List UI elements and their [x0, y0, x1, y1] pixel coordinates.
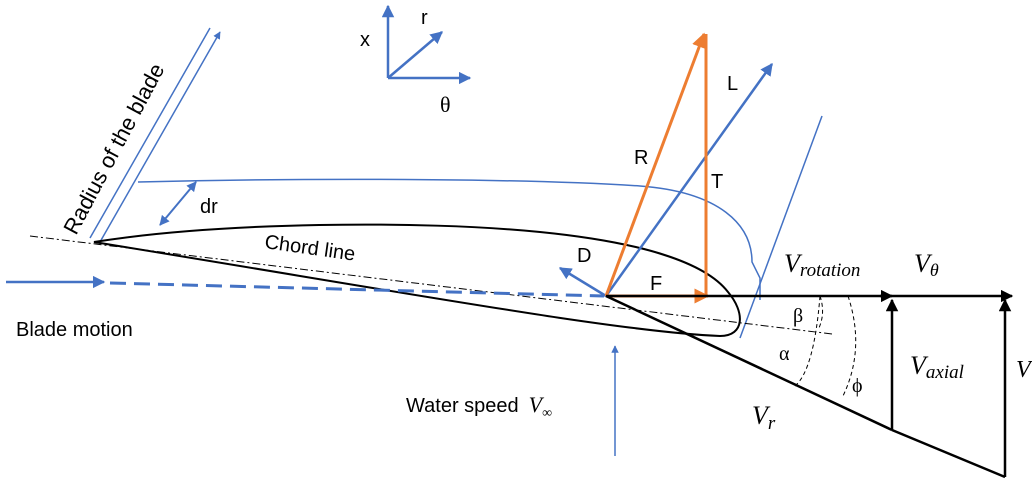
v-total-line [891, 428, 1006, 479]
coordinate-axes: x r θ [360, 4, 472, 117]
chord-line-label: Chord line [263, 231, 356, 265]
force-vectors: R L T D F [558, 32, 774, 304]
beta-arc [817, 295, 824, 331]
chord-line [29, 235, 833, 335]
dr-arrow [159, 181, 197, 226]
phi-arc [841, 295, 857, 399]
x-axis-label: x [360, 29, 370, 51]
blade-motion-dashed [109, 281, 605, 298]
drag-vector [558, 266, 607, 298]
v-rotation-label: Vrotation [784, 249, 860, 281]
v-theta-label: Vθ [914, 249, 939, 280]
blade-section-outline [137, 178, 761, 300]
r-axis-label: r [421, 7, 428, 29]
thrust-label: T [711, 171, 723, 193]
v-r-vector [605, 294, 893, 432]
blade-motion-label: Blade motion [16, 319, 133, 341]
tangential-force-label: F [650, 273, 662, 295]
beta-label: β [793, 305, 803, 327]
v-r-label: Vr [752, 401, 776, 434]
lift-vector [604, 62, 774, 297]
theta-axis-label: θ [440, 92, 451, 117]
phi-label: ϕ [852, 375, 863, 397]
dr-label: dr [200, 196, 218, 218]
blade-trailing-edge [739, 115, 823, 339]
v-axial-label: Vaxial [910, 351, 964, 383]
airfoil [93, 223, 741, 338]
v-edge-label: V [1016, 357, 1032, 383]
radius-arrow [99, 31, 221, 243]
water-speed-label: Water speed V∞ [406, 392, 552, 421]
alpha-arc [794, 295, 821, 387]
lift-label: L [727, 73, 738, 95]
resultant-label: R [634, 147, 648, 169]
velocity-triangle: Vrotation Vθ Vaxial Vr V β α ϕ [605, 249, 1032, 479]
drag-label: D [577, 245, 591, 267]
resultant-vector [604, 32, 707, 297]
r-axis-arrow [387, 31, 443, 79]
radius-indicator: Radius of the blade [58, 27, 221, 243]
alpha-label: α [779, 343, 790, 365]
